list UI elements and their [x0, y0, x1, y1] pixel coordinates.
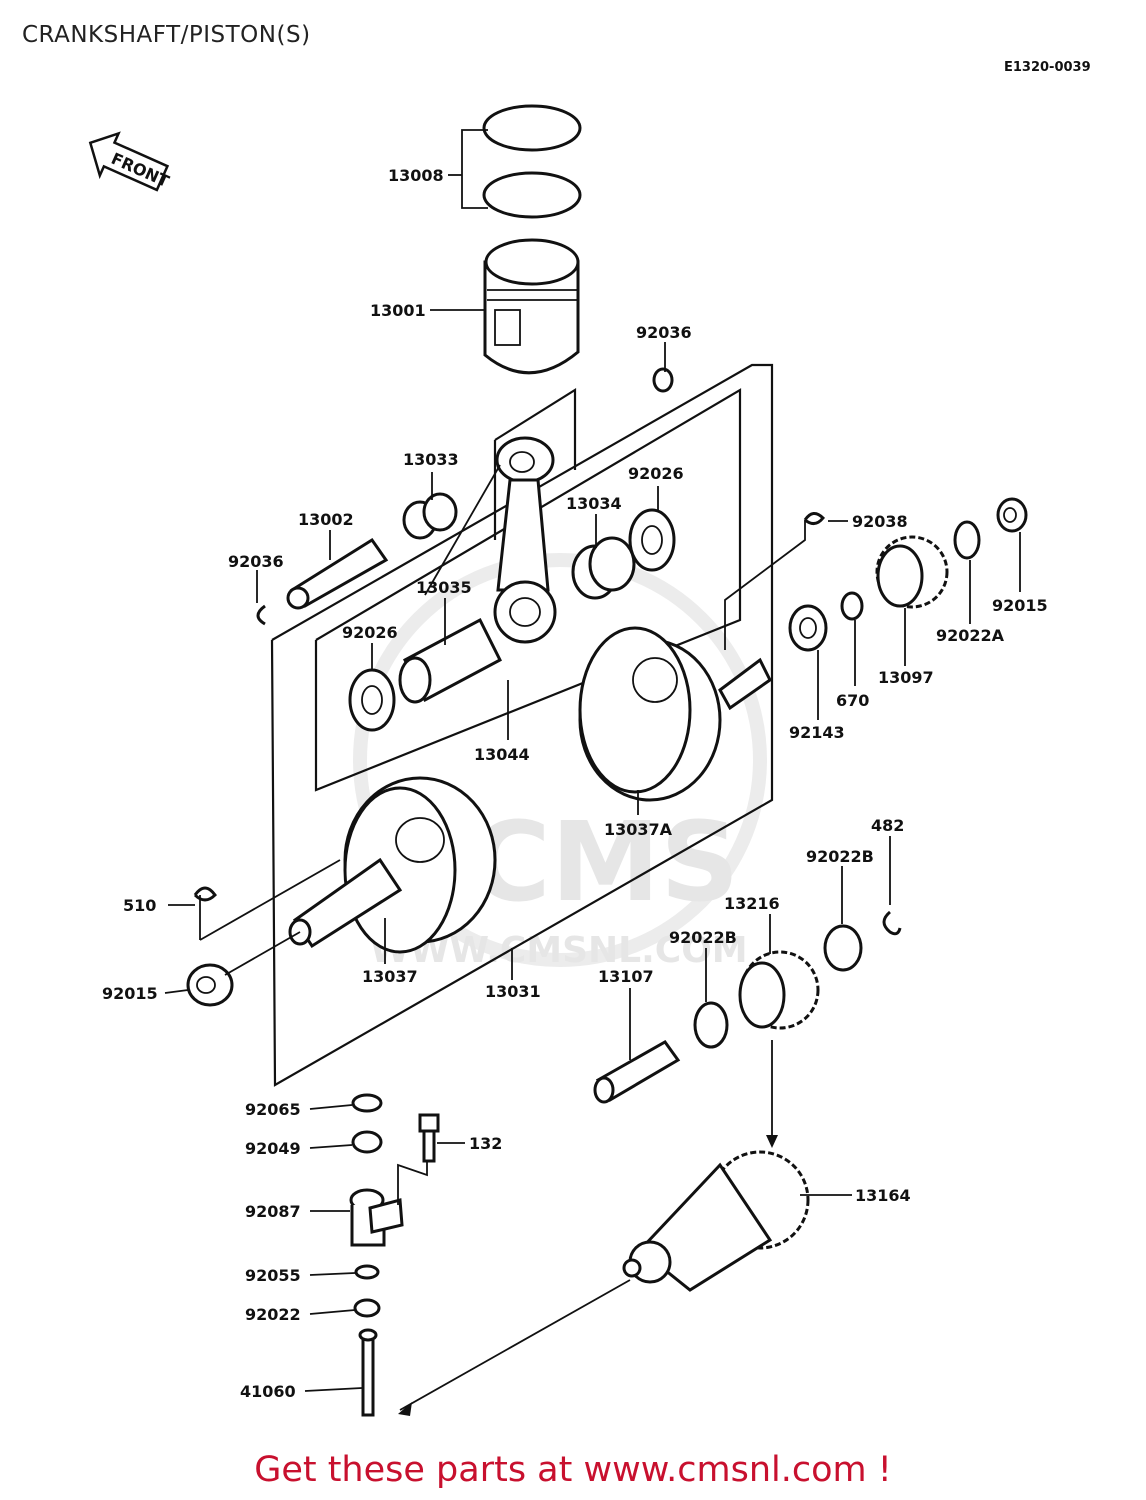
callout-13031[interactable]: 13031 — [485, 982, 541, 1001]
circlip-482 — [882, 910, 902, 936]
callout-13216[interactable]: 13216 — [724, 894, 780, 913]
part-number-callouts: 13008 13001 92036 13033 13002 92026 1303… — [102, 166, 1048, 1401]
watermark: CMS WWW.CMSNL.COM — [353, 553, 767, 971]
o-ring-670 — [840, 591, 864, 621]
callout-92022a[interactable]: 92022A — [936, 626, 1005, 645]
balancer-13164 — [622, 1150, 810, 1292]
washer-92022b-lower — [693, 1001, 729, 1049]
callout-13097[interactable]: 13097 — [878, 668, 934, 687]
callout-13035[interactable]: 13035 — [416, 578, 472, 597]
callout-92038[interactable]: 92038 — [852, 512, 908, 531]
big-end-bearing — [571, 536, 636, 600]
gear-13216 — [738, 950, 820, 1030]
thrust-washer-upper — [628, 508, 676, 572]
small-end-bearing — [402, 492, 458, 540]
assembly-frames — [270, 363, 774, 1087]
washer-92065 — [351, 1093, 383, 1113]
piston — [483, 238, 580, 375]
page-title: CRANKSHAFT/PISTON(S) — [22, 22, 311, 48]
circlip-top — [652, 367, 674, 393]
crank-bearing-92143 — [788, 604, 828, 652]
callout-132[interactable]: 132 — [469, 1134, 502, 1153]
crankshaft-nut-left — [186, 963, 234, 1007]
bolt-132 — [418, 1113, 440, 1163]
callout-13044[interactable]: 13044 — [474, 745, 530, 764]
o-ring-92055 — [354, 1264, 380, 1280]
washer-92022 — [353, 1298, 381, 1318]
callout-13164[interactable]: 13164 — [855, 1186, 911, 1205]
watermark-brand: CMS — [470, 798, 739, 926]
callout-92022[interactable]: 92022 — [245, 1305, 301, 1324]
bolt-41060 — [358, 1328, 378, 1417]
piston-pin — [286, 537, 389, 610]
callout-670[interactable]: 670 — [836, 691, 869, 710]
diagram-code: E1320-0039 — [1004, 60, 1091, 75]
callout-13037a[interactable]: 13037A — [604, 820, 673, 839]
bolt-leader — [397, 1162, 428, 1205]
guide-lines — [199, 464, 806, 1416]
callout-13033[interactable]: 13033 — [403, 450, 459, 469]
callout-92143[interactable]: 92143 — [789, 723, 845, 742]
crankshaft-nut-right — [996, 497, 1028, 533]
callout-92026-upper[interactable]: 92026 — [628, 464, 684, 483]
connecting-rod — [493, 436, 557, 644]
collar-92049 — [351, 1130, 383, 1154]
shaft-13107 — [593, 1040, 681, 1104]
front-arrow-icon: FRONT — [88, 131, 172, 192]
washer-92022a — [953, 520, 981, 560]
footer-parts-link[interactable]: Get these parts at www.cmsnl.com ! — [254, 1450, 892, 1490]
fitting-92087 — [349, 1188, 404, 1247]
callout-13107[interactable]: 13107 — [598, 967, 654, 986]
primary-gear-13097 — [875, 535, 949, 609]
callout-510[interactable]: 510 — [123, 896, 156, 915]
crank-pin — [398, 617, 502, 704]
callout-leaders — [164, 174, 1021, 1392]
callout-92065[interactable]: 92065 — [245, 1100, 301, 1119]
woodruff-key-510 — [193, 886, 217, 902]
callout-92036-left[interactable]: 92036 — [228, 552, 284, 571]
callout-92026-lower[interactable]: 92026 — [342, 623, 398, 642]
callout-92015-left[interactable]: 92015 — [102, 984, 158, 1003]
callout-92036-top[interactable]: 92036 — [636, 323, 692, 342]
washer-92022b-upper — [823, 924, 863, 972]
callout-92022b-lower[interactable]: 92022B — [669, 928, 737, 947]
callout-92022b-upper[interactable]: 92022B — [806, 847, 874, 866]
piston-rings — [461, 104, 582, 219]
callout-482[interactable]: 482 — [871, 816, 904, 835]
circlip-left — [256, 604, 266, 626]
callout-13002[interactable]: 13002 — [298, 510, 354, 529]
key-92038 — [803, 512, 826, 525]
right-flywheel — [578, 626, 772, 802]
thrust-washer-lower — [348, 668, 396, 732]
callout-13034[interactable]: 13034 — [566, 494, 622, 513]
callout-41060[interactable]: 41060 — [240, 1382, 296, 1401]
callout-13008[interactable]: 13008 — [388, 166, 444, 185]
callout-92049[interactable]: 92049 — [245, 1139, 301, 1158]
left-flywheel — [288, 776, 497, 954]
callout-92087[interactable]: 92087 — [245, 1202, 301, 1221]
callout-92055[interactable]: 92055 — [245, 1266, 301, 1285]
callout-92015-right[interactable]: 92015 — [992, 596, 1048, 615]
callout-13001[interactable]: 13001 — [370, 301, 426, 320]
callout-13037[interactable]: 13037 — [362, 967, 418, 986]
